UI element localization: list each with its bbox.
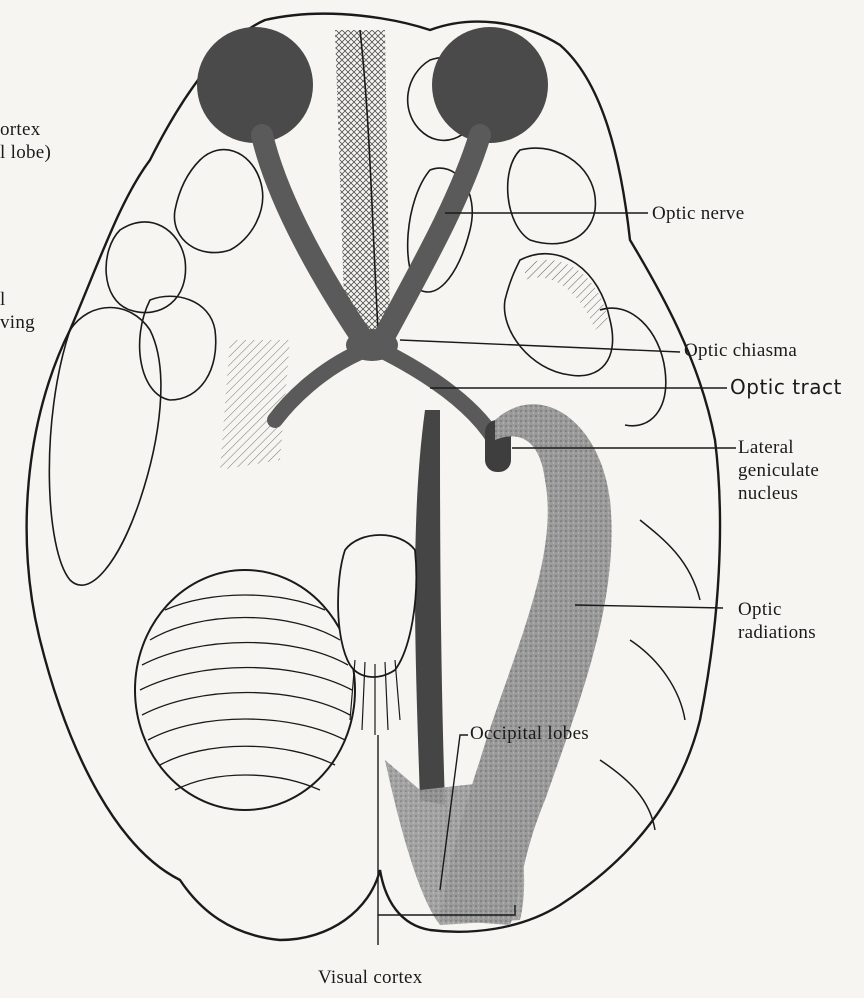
right-optic-nerve [385, 135, 480, 335]
visual-cortex-label: Visual cortex [318, 966, 423, 989]
occipital-lobes-label: Occipital lobes [470, 722, 589, 745]
optic-nerve-label: Optic nerve [652, 202, 744, 225]
right-eyeball [432, 27, 548, 143]
optic-radiations-label: Optic radiations [738, 598, 816, 644]
brainstem [338, 535, 416, 677]
cerebellum-folia [140, 595, 352, 790]
left-eyeball [197, 27, 313, 143]
lateral-geniculate-label: Lateral geniculate nucleus [738, 436, 819, 505]
visual-cortex-area [385, 760, 524, 925]
medial-radiation-band [415, 410, 445, 805]
left-temporal-lobe [49, 308, 161, 586]
left-cortex-label: ortex l lobe) [0, 118, 51, 164]
left-partial-label: l ving [0, 288, 35, 334]
right-temporal-hatch [525, 260, 608, 330]
midline-hatching [335, 30, 390, 330]
optic-chiasma-label: Optic chiasma [684, 339, 797, 362]
right-occipital-gyri [600, 520, 700, 830]
optic-tract-label: Optic tract [730, 376, 842, 399]
cerebellum [135, 570, 355, 810]
